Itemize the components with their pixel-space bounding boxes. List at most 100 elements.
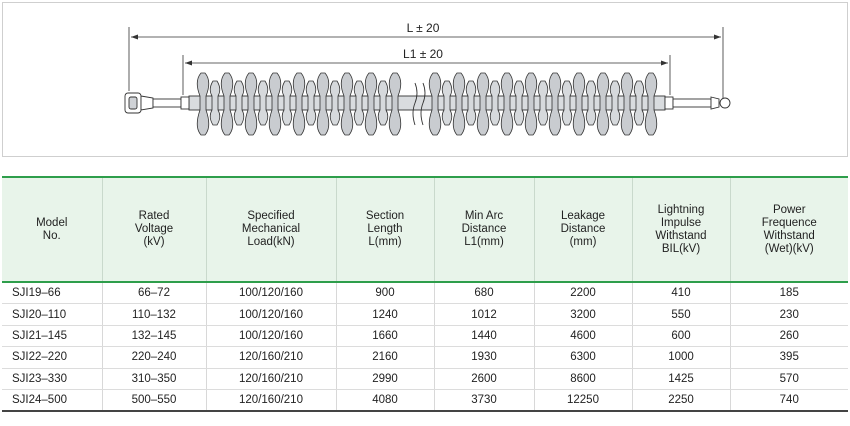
shed	[548, 72, 562, 136]
cell-section-length: 1660	[336, 325, 435, 348]
shed	[305, 80, 317, 126]
shed	[609, 80, 621, 126]
cell-min-arc-distance: 2600	[434, 368, 535, 390]
shed	[377, 80, 389, 126]
shed	[329, 80, 341, 126]
shed	[388, 72, 402, 136]
shed	[620, 72, 634, 136]
cell-model: SJI19–66	[2, 282, 103, 305]
cell-mechanical-load: 100/120/160	[206, 282, 337, 305]
cell-min-arc-distance: 1930	[434, 346, 535, 369]
cell-lightning-impulse: 2250	[632, 389, 731, 413]
cell-leakage-distance: 4600	[534, 325, 633, 348]
shed	[316, 72, 330, 136]
right-end-fitting	[664, 96, 731, 110]
shed	[233, 80, 245, 126]
cell-leakage-distance: 3200	[534, 303, 633, 326]
cell-section-length: 900	[336, 282, 435, 305]
shed	[465, 80, 477, 126]
dimension-section	[182, 55, 671, 95]
cell-model: SJI20–110	[2, 303, 103, 326]
shed	[196, 72, 210, 136]
shed	[364, 72, 378, 136]
shed	[292, 72, 306, 136]
shed	[220, 72, 234, 136]
cell-min-arc-distance: 680	[434, 282, 535, 305]
cell-power-frequence: 260	[730, 325, 848, 348]
cell-model: SJI22–220	[2, 346, 103, 369]
cell-section-length: 1240	[336, 303, 435, 326]
dimension-overall-label: L ± 20	[407, 21, 440, 35]
shed	[561, 80, 573, 126]
cell-mechanical-load: 100/120/160	[206, 325, 337, 348]
shed	[476, 72, 490, 136]
shed	[513, 80, 525, 126]
cell-lightning-impulse: 1000	[632, 346, 731, 369]
cell-section-length: 2160	[336, 346, 435, 369]
shed	[572, 72, 586, 136]
cell-rated-voltage: 500–550	[102, 389, 207, 413]
cell-rated-voltage: 132–145	[102, 325, 207, 348]
cell-rated-voltage: 110–132	[102, 303, 207, 326]
cell-power-frequence: 740	[730, 389, 848, 413]
shed	[257, 80, 269, 126]
shed	[524, 72, 538, 136]
shed	[428, 72, 442, 136]
shed	[340, 72, 354, 136]
cell-mechanical-load: 100/120/160	[206, 303, 337, 326]
dimension-section-label: L1 ± 20	[403, 47, 443, 61]
shed	[268, 72, 282, 136]
shed	[353, 80, 365, 126]
cell-leakage-distance: 8600	[534, 368, 633, 390]
left-end-fitting	[124, 92, 190, 114]
shed	[633, 80, 645, 126]
shed	[281, 80, 293, 126]
cell-power-frequence: 185	[730, 282, 848, 305]
shed	[537, 80, 549, 126]
shed	[209, 80, 221, 126]
shed	[452, 72, 466, 136]
shed	[244, 72, 258, 136]
cell-rated-voltage: 310–350	[102, 368, 207, 390]
cell-mechanical-load: 120/160/210	[206, 368, 337, 390]
cell-min-arc-distance: 1012	[434, 303, 535, 326]
cell-model: SJI21–145	[2, 325, 103, 348]
cell-leakage-distance: 12250	[534, 389, 633, 413]
cell-section-length: 2990	[336, 368, 435, 390]
cell-power-frequence: 395	[730, 346, 848, 369]
cell-mechanical-load: 120/160/210	[206, 346, 337, 369]
shed	[644, 72, 658, 136]
shed	[585, 80, 597, 126]
shed	[489, 80, 501, 126]
cell-lightning-impulse: 550	[632, 303, 731, 326]
cell-model: SJI23–330	[2, 368, 103, 390]
insulator-drawing: L ± 20 L1 ± 20	[2, 2, 848, 157]
cell-leakage-distance: 6300	[534, 346, 633, 369]
dimension-overall	[128, 27, 724, 101]
shed	[500, 72, 514, 136]
cell-model: SJI24–500	[2, 389, 103, 413]
shed	[596, 72, 610, 136]
insulator-diagram: L ± 20 L1 ± 20	[124, 21, 731, 136]
cell-mechanical-load: 120/160/210	[206, 389, 337, 413]
cell-section-length: 4080	[336, 389, 435, 413]
break-marks	[412, 82, 426, 126]
cell-rated-voltage: 66–72	[102, 282, 207, 305]
insulator-body	[188, 72, 666, 136]
